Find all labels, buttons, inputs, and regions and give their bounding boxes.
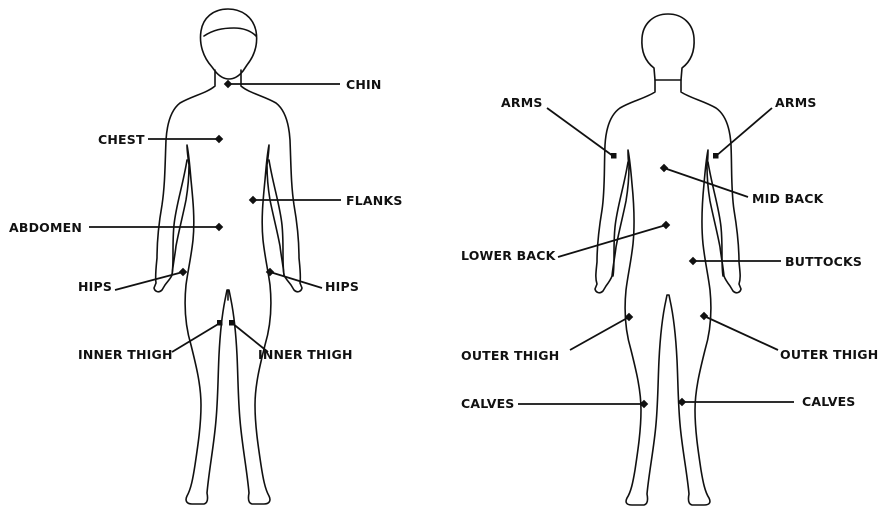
outer-thigh-right-leader bbox=[704, 316, 778, 350]
flanks-label: FLANKS bbox=[346, 193, 403, 208]
outer-thigh-right-marker bbox=[700, 312, 708, 320]
arms-right-leader bbox=[716, 108, 772, 156]
back-figure bbox=[595, 14, 741, 505]
chest-label: CHEST bbox=[98, 132, 145, 147]
arms-left-marker bbox=[611, 153, 617, 159]
inner-thigh-right-marker bbox=[229, 320, 235, 326]
flanks-marker bbox=[249, 196, 257, 204]
front-body-outline bbox=[154, 70, 302, 504]
front-hair-detail bbox=[204, 28, 256, 36]
outer-thigh-right-label: OUTER THIGH bbox=[780, 347, 878, 362]
outer-thigh-left-label: OUTER THIGH bbox=[461, 348, 559, 363]
abdomen-label: ABDOMEN bbox=[9, 220, 82, 235]
chin-label: CHIN bbox=[346, 77, 382, 92]
hips-left-marker bbox=[179, 268, 187, 276]
inner-thigh-left-leader bbox=[172, 323, 220, 352]
hips-right-label: HIPS bbox=[325, 279, 359, 294]
lower-back-leader bbox=[558, 225, 666, 257]
lower-back-label: LOWER BACK bbox=[461, 248, 557, 263]
inner-thigh-right-label: INNER THIGH bbox=[258, 347, 353, 362]
lower-back-marker bbox=[662, 221, 670, 229]
buttocks-label: BUTTOCKS bbox=[785, 254, 862, 269]
back-head-outline bbox=[642, 14, 694, 80]
back-callouts: ARMS ARMS MID BACK LOWER BACK BUTTOCKS O… bbox=[461, 95, 878, 411]
hips-left-label: HIPS bbox=[78, 279, 112, 294]
inner-thigh-left-label: INNER THIGH bbox=[78, 347, 173, 362]
mid-back-label: MID BACK bbox=[752, 191, 825, 206]
abdomen-marker bbox=[215, 223, 223, 231]
hips-left-leader bbox=[115, 272, 183, 290]
arms-right-label: ARMS bbox=[775, 95, 817, 110]
inner-thigh-left-marker bbox=[217, 320, 223, 326]
chin-marker bbox=[224, 80, 232, 88]
front-head-outline bbox=[200, 9, 256, 79]
calves-right-label: CALVES bbox=[802, 394, 856, 409]
back-body-outline bbox=[595, 80, 741, 505]
back-inner-arm-right bbox=[708, 162, 723, 276]
outer-thigh-left-leader bbox=[570, 317, 629, 350]
hips-right-leader bbox=[270, 272, 322, 288]
arms-right-marker bbox=[713, 153, 719, 159]
calves-left-label: CALVES bbox=[461, 396, 515, 411]
buttocks-marker bbox=[689, 257, 697, 265]
arms-left-leader bbox=[547, 108, 613, 156]
front-callouts: CHIN CHEST FLANKS ABDOMEN HIPS HIPS INNE… bbox=[9, 77, 403, 362]
arms-left-label: ARMS bbox=[501, 95, 543, 110]
chest-marker bbox=[215, 135, 223, 143]
mid-back-marker bbox=[660, 164, 668, 172]
back-inner-arm-left bbox=[613, 162, 628, 276]
mid-back-leader bbox=[664, 168, 748, 197]
